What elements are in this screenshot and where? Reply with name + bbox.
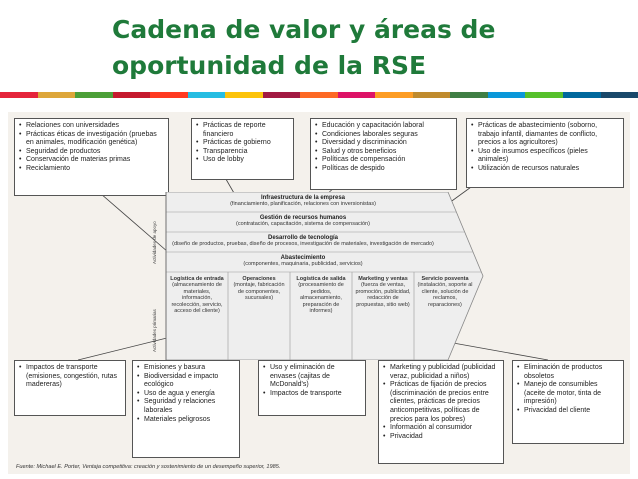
top-box-item: Prácticas de reporte financiero — [196, 122, 289, 139]
top-box-human-resources: Educación y capacitación laboralCondicio… — [310, 118, 457, 190]
primary-activity-name: Servicio posventa — [421, 276, 469, 282]
top-box-item: Prácticas éticas de investigación (prueb… — [19, 131, 164, 148]
bottom-box-item: Uso y eliminación de envases (cajitas de… — [263, 364, 361, 390]
top-box-item: Utilización de recursos naturales — [471, 165, 619, 174]
top-box-item: Conservación de materias primas — [19, 156, 164, 165]
bottom-box-item: Información al consumidor — [383, 424, 499, 433]
stripe-segment — [337, 92, 376, 98]
bottom-box-item: Prácticas de fijación de precios (discri… — [383, 381, 499, 424]
top-box-item: Prácticas de abastecimiento (soborno, tr… — [471, 122, 619, 148]
stripe-segment — [600, 92, 638, 98]
top-box-item: Prácticas de gobierno — [196, 139, 289, 148]
color-stripe — [0, 92, 638, 98]
top-box-item: Uso de insumos específicos (pieles anima… — [471, 148, 619, 165]
primary-activity-name: Marketing y ventas — [358, 276, 408, 282]
top-box-item: Políticas de compensación — [315, 156, 452, 165]
support-activity-name: Gestión de recursos humanos — [259, 215, 347, 221]
stripe-segment — [487, 92, 526, 98]
support-activity-detail: (financiamiento, planificación, relacion… — [230, 201, 376, 208]
bottom-box-item: Privacidad del cliente — [517, 407, 619, 416]
stripe-segment — [150, 92, 188, 98]
stripe-segment — [187, 92, 226, 98]
value-chain-diagram: Actividades de apoyo Actividades primari… — [148, 192, 488, 360]
primary-activity-detail: (procesamiento de pedidos, almacenamient… — [298, 282, 344, 315]
stripe-segment — [75, 92, 113, 98]
primary-activity-name: Logística de entrada — [170, 276, 224, 282]
stripe-segment — [300, 92, 338, 98]
primary-activities-label: Actividades primarias — [152, 309, 157, 352]
top-box-item: Diversidad y discriminación — [315, 139, 452, 148]
stripe-segment — [412, 92, 451, 98]
primary-activity-detail: (instalación, soporte al cliente, soluci… — [417, 282, 473, 308]
support-activity: Infraestructura de la empresa(financiami… — [168, 195, 438, 207]
stripe-segment — [0, 92, 38, 98]
support-activity: Abastecimiento(componentes, maquinaria, … — [168, 255, 438, 267]
bottom-box-item: Materiales peligrosos — [137, 416, 235, 425]
bottom-box-outbound: Uso y eliminación de envases (cajitas de… — [258, 360, 366, 416]
top-box-infrastructure: Prácticas de reporte financieroPrácticas… — [191, 118, 294, 180]
bottom-box-item: Manejo de consumibles (aceite de motor, … — [517, 381, 619, 407]
top-box-item: Reciclamiento — [19, 165, 164, 174]
bottom-box-item: Emisiones y basura — [137, 364, 235, 373]
stripe-segment — [562, 92, 601, 98]
primary-activity-name: Logística de salida — [296, 276, 346, 282]
bottom-box-item: Biodiversidad e impacto ecológico — [137, 373, 235, 390]
top-box-item: Seguridad de productos — [19, 148, 164, 157]
support-activity-name: Abastecimiento — [280, 255, 326, 261]
support-activity-detail: (diseño de productos, pruebas, diseño de… — [172, 241, 434, 248]
support-activity-detail: (componentes, maquinaria, publicidad, se… — [243, 261, 363, 268]
top-box-item: Educación y capacitación laboral — [315, 122, 452, 131]
bottom-box-item: Eliminación de productos obsoletos — [517, 364, 619, 381]
stripe-segment — [262, 92, 301, 98]
primary-activity: Operaciones(montaje, fabricación de comp… — [230, 276, 288, 302]
stripe-segment — [225, 92, 263, 98]
primary-activity: Logística de salida(procesamiento de ped… — [292, 276, 350, 314]
primary-activity: Servicio posventa(instalación, soporte a… — [416, 276, 474, 308]
value-chain-figure: Relaciones con universidadesPrácticas ét… — [8, 112, 630, 474]
primary-activity: Marketing y ventas(fuerza de ventas, pro… — [354, 276, 412, 308]
stripe-segment — [450, 92, 488, 98]
bottom-box-item: Marketing y publicidad (publicidad veraz… — [383, 364, 499, 381]
top-box-procurement: Prácticas de abastecimiento (soborno, tr… — [466, 118, 624, 188]
bottom-box-operations: Emisiones y basuraBiodiversidad e impact… — [132, 360, 240, 458]
support-activity-name: Desarrollo de tecnología — [267, 235, 339, 241]
bottom-box-inbound: Impactos de transporte (emisiones, conge… — [14, 360, 126, 416]
bottom-box-marketing: Marketing y publicidad (publicidad veraz… — [378, 360, 504, 464]
support-activity: Gestión de recursos humanos(contratación… — [168, 215, 438, 227]
primary-activity: Logística de entrada(almacenamiento de m… — [168, 276, 226, 314]
stripe-segment — [112, 92, 151, 98]
support-activity-detail: (contratación, capacitación, sistema de … — [236, 221, 370, 228]
top-box-item: Políticas de despido — [315, 165, 452, 174]
stripe-segment — [37, 92, 76, 98]
top-box-item: Relaciones con universidades — [19, 122, 164, 131]
primary-activity-detail: (almacenamiento de materiales, informaci… — [171, 282, 223, 315]
bottom-box-item: Impactos de transporte — [263, 390, 361, 399]
top-box-item: Uso de lobby — [196, 156, 289, 165]
source-note: Fuente: Michael E. Porter, Ventaja compe… — [16, 464, 281, 470]
top-box-item: Condiciones laborales seguras — [315, 131, 452, 140]
bottom-box-item: Privacidad — [383, 433, 499, 442]
top-box-technology: Relaciones con universidadesPrácticas ét… — [14, 118, 169, 196]
bottom-box-item: Impactos de transporte (emisiones, conge… — [19, 364, 121, 390]
value-chain-shape — [165, 192, 484, 360]
support-activity-name: Infraestructura de la empresa — [260, 195, 346, 201]
bottom-box-item: Uso de agua y energía — [137, 390, 235, 399]
support-activities-label: Actividades de apoyo — [152, 221, 157, 264]
bottom-box-item: Seguridad y relaciones laborales — [137, 398, 235, 415]
primary-activity-name: Operaciones — [242, 276, 276, 282]
stripe-segment — [525, 92, 563, 98]
primary-activity-detail: (montaje, fabricación de componentes, su… — [233, 282, 285, 302]
top-box-item: Salud y otros beneficios — [315, 148, 452, 157]
slide-title: Cadena de valor y áreas de oportunidad d… — [112, 15, 496, 80]
primary-activity-detail: (fuerza de ventas, promoción, publicidad… — [355, 282, 411, 308]
stripe-segment — [375, 92, 413, 98]
support-activity: Desarrollo de tecnología(diseño de produ… — [168, 235, 438, 247]
bottom-box-service: Eliminación de productos obsoletosManejo… — [512, 360, 624, 444]
top-box-item: Transparencia — [196, 148, 289, 157]
